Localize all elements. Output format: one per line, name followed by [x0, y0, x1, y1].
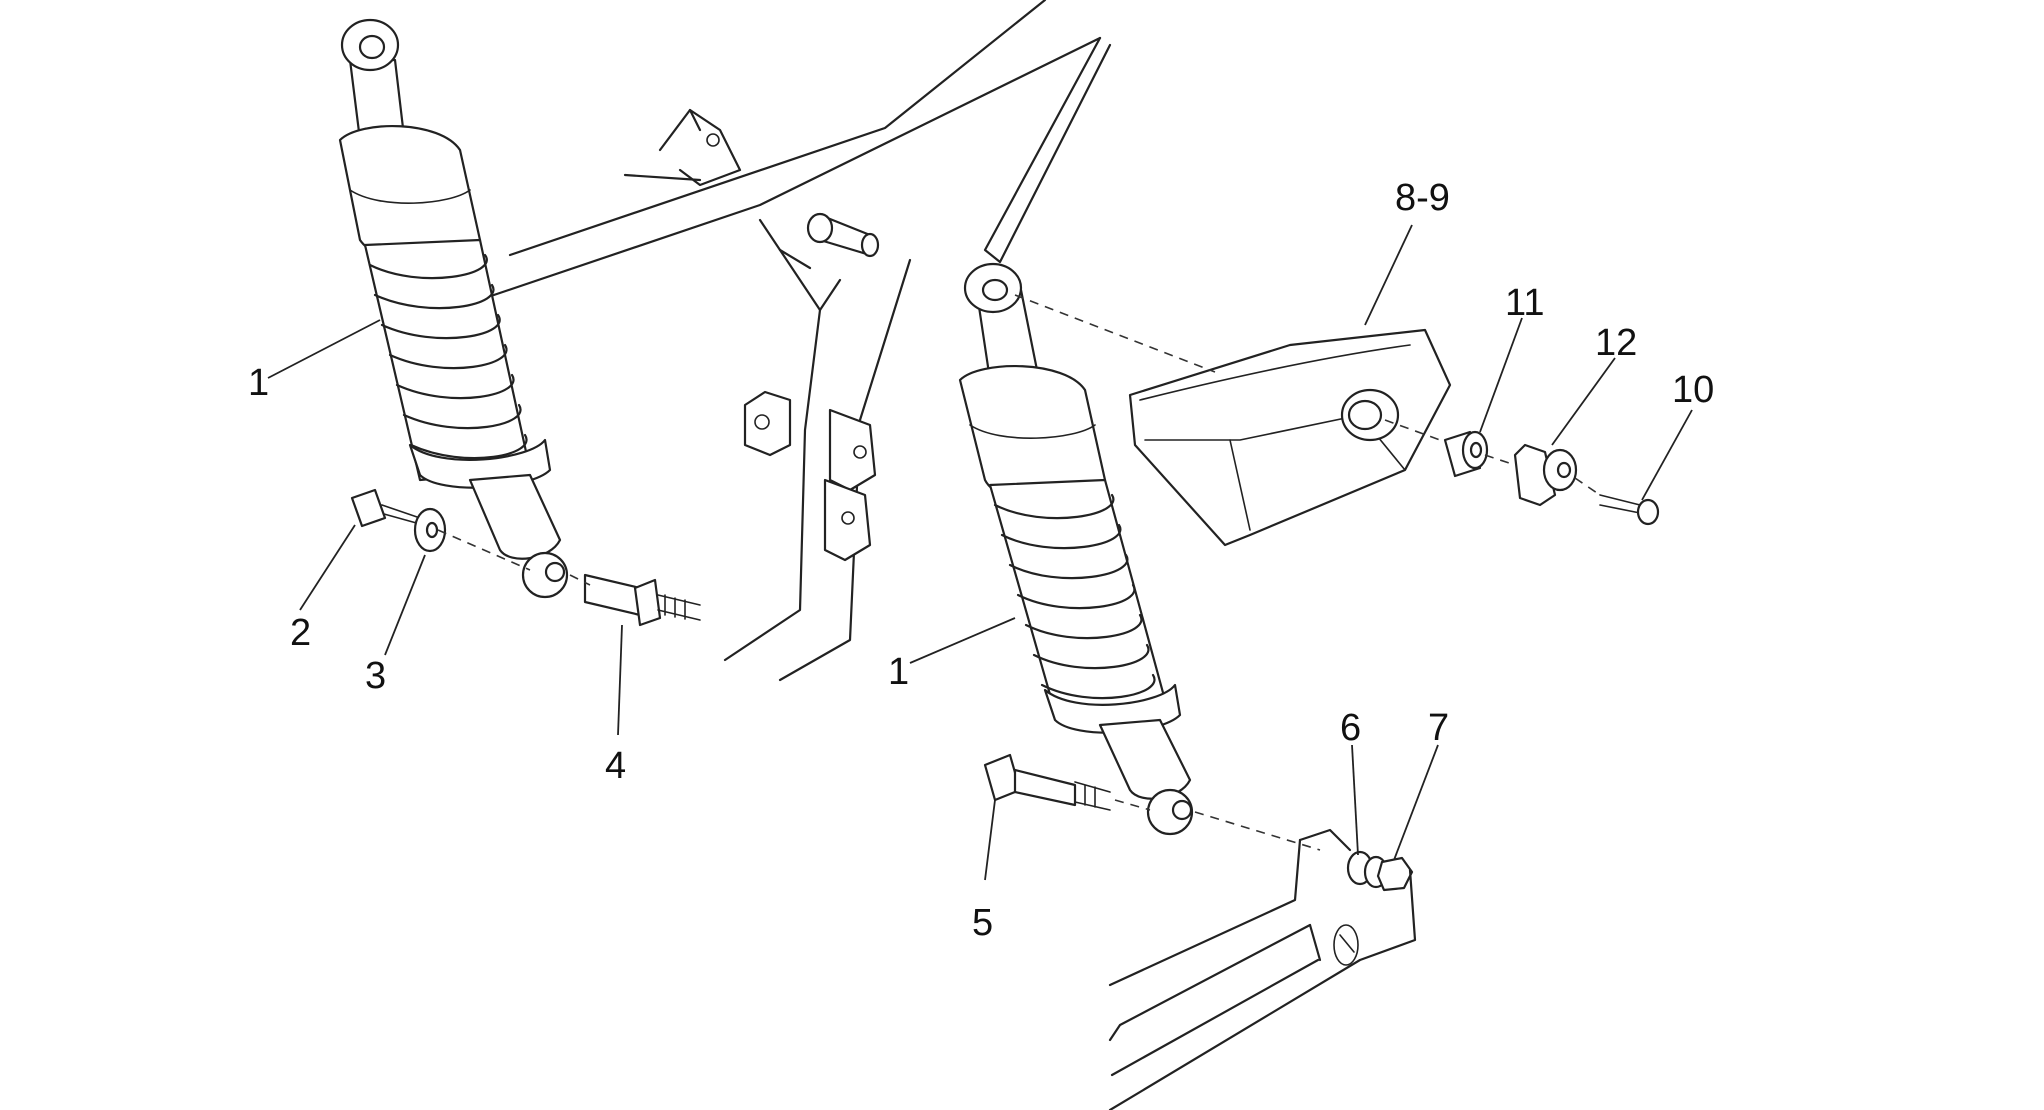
part-label-3: 3: [365, 655, 386, 697]
part-label-8-9: 8-9: [1395, 177, 1450, 219]
cover-8-9: [1014, 294, 1660, 547]
part-labels: 1 1 2 3 4 5 6 7 8-9 10 11 12: [248, 177, 1714, 944]
part-label-6: 6: [1340, 707, 1361, 749]
swingarm: [1108, 828, 1417, 1110]
part-label-1b: 1: [888, 651, 909, 693]
part-label-5: 5: [972, 902, 993, 944]
part-label-12: 12: [1595, 322, 1637, 364]
part-label-11: 11: [1505, 282, 1544, 324]
part-label-2: 2: [290, 612, 311, 654]
left-fasteners: [350, 488, 701, 627]
part-label-4: 4: [605, 745, 626, 787]
frame: [418, 0, 1112, 682]
right-fasteners: [983, 753, 1414, 892]
part-label-10: 10: [1672, 369, 1714, 411]
part-label-1a: 1: [248, 362, 269, 404]
shock-absorber-left: [338, 18, 562, 560]
part-label-7: 7: [1428, 707, 1449, 749]
leader-lines: [267, 224, 1693, 881]
shock-absorber-right: [958, 262, 1192, 800]
